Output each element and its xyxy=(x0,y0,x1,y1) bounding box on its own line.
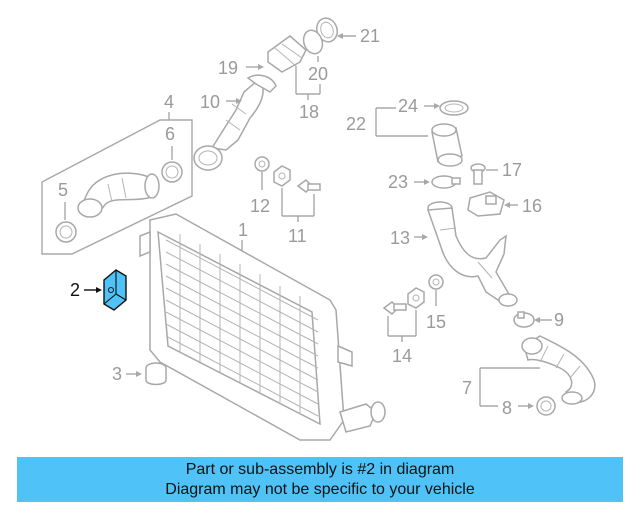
callout-13: 13 xyxy=(390,228,410,248)
part-7-hose[interactable] xyxy=(521,335,596,405)
callout-10: 10 xyxy=(200,92,220,112)
part-14-bolt[interactable] xyxy=(382,301,407,315)
callout-14: 14 xyxy=(392,346,412,366)
part-14-nut[interactable] xyxy=(407,287,425,309)
part-4-group-box xyxy=(41,119,193,255)
callout-20: 20 xyxy=(308,64,328,84)
part-3-grommet[interactable] xyxy=(145,362,167,386)
callout-18: 18 xyxy=(299,102,319,122)
callout-11: 11 xyxy=(288,226,307,246)
part-11-bolt[interactable] xyxy=(296,179,321,193)
callout-19: 19 xyxy=(218,58,238,78)
callout-4: 4 xyxy=(164,92,174,112)
part-19-hose[interactable] xyxy=(267,35,307,73)
part-20-clamp[interactable] xyxy=(300,28,325,57)
part-13-outlet-pipe[interactable] xyxy=(426,201,518,307)
callout-23: 23 xyxy=(388,172,408,192)
part-24-oring[interactable] xyxy=(439,100,469,116)
banner-line-1: Part or sub-assembly is #2 in diagram xyxy=(185,460,455,478)
callout-7: 7 xyxy=(462,378,472,398)
callout-8: 8 xyxy=(502,398,512,418)
part-9-clamp[interactable] xyxy=(513,311,535,328)
callout-15: 15 xyxy=(426,312,446,332)
part-16-sensor[interactable] xyxy=(467,191,505,217)
callout-9: 9 xyxy=(554,310,564,330)
callout-3: 3 xyxy=(112,364,122,384)
callout-6: 6 xyxy=(165,124,175,144)
part-23-clamp[interactable] xyxy=(431,175,461,189)
callout-12: 12 xyxy=(250,196,270,216)
part-11-nut[interactable] xyxy=(273,165,291,187)
callout-1: 1 xyxy=(238,220,248,240)
callout-24: 24 xyxy=(398,96,418,116)
callout-22: 22 xyxy=(346,114,366,134)
part-1-intercooler[interactable] xyxy=(139,213,386,441)
callout-17: 17 xyxy=(502,160,522,180)
callout-5: 5 xyxy=(58,180,68,200)
part-17-bolt[interactable] xyxy=(470,163,486,185)
parts-diagram: 21 20 18 19 10 4 6 5 xyxy=(41,17,596,441)
callout-21: 21 xyxy=(360,26,380,46)
part-12-washer[interactable] xyxy=(254,156,270,172)
part-8-clamp[interactable] xyxy=(536,396,556,416)
part-10-intake-pipe[interactable] xyxy=(193,74,277,171)
callout-2: 2 xyxy=(70,280,80,300)
part-5-hose[interactable] xyxy=(77,172,160,218)
part-6-oring[interactable] xyxy=(161,161,183,183)
callout-16: 16 xyxy=(522,196,542,216)
part-22-hose[interactable] xyxy=(431,123,463,167)
banner-line-2: Diagram may not be specific to your vehi… xyxy=(165,480,475,498)
part-15-washer[interactable] xyxy=(428,274,444,290)
info-banner: Part or sub-assembly is #2 in diagram Di… xyxy=(17,457,623,502)
part-2-bracket[interactable] xyxy=(103,269,127,311)
part-5-oring[interactable] xyxy=(55,221,77,243)
